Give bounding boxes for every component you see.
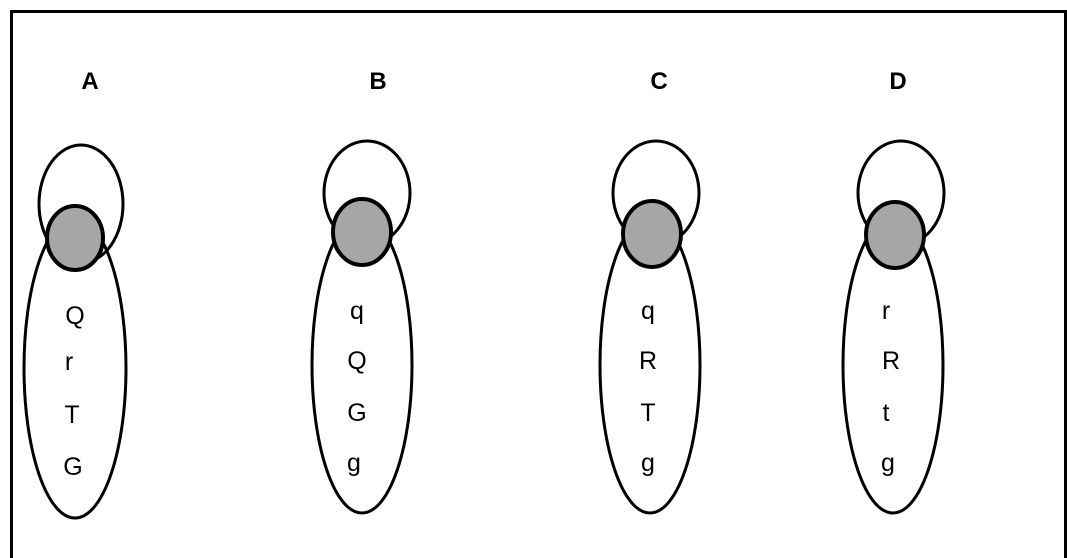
allele-a-1: Q xyxy=(65,302,85,330)
chromosome-a-centromere xyxy=(45,204,105,272)
allele-d-3: t xyxy=(882,399,890,427)
panel-label-a: A xyxy=(81,68,99,95)
allele-b-2: Q xyxy=(347,347,367,375)
allele-c-1: q xyxy=(641,297,655,325)
allele-a-3: T xyxy=(64,401,80,429)
allele-d-2: R xyxy=(881,347,901,375)
chromosome-b xyxy=(310,139,414,515)
panel-label-d: D xyxy=(889,68,907,95)
panel-label-b: B xyxy=(369,68,387,95)
allele-a-2: r xyxy=(64,348,74,376)
chromosome-c-centromere xyxy=(621,199,683,269)
chromosome-d xyxy=(841,139,946,515)
chromosome-b-centromere xyxy=(331,197,393,267)
allele-c-3: T xyxy=(640,399,656,427)
allele-a-4: G xyxy=(63,453,83,481)
allele-c-4: g xyxy=(641,449,655,477)
allele-c-2: R xyxy=(638,347,658,375)
allele-d-1: r xyxy=(881,297,891,325)
chromosome-d-centromere xyxy=(864,200,926,270)
chromosome-c xyxy=(598,139,702,515)
allele-d-4: g xyxy=(881,449,895,477)
allele-b-1: q xyxy=(350,297,364,325)
panel-label-c: C xyxy=(650,68,668,95)
allele-b-3: G xyxy=(347,399,367,427)
chromosome-a xyxy=(22,143,128,520)
allele-b-4: g xyxy=(347,449,361,477)
